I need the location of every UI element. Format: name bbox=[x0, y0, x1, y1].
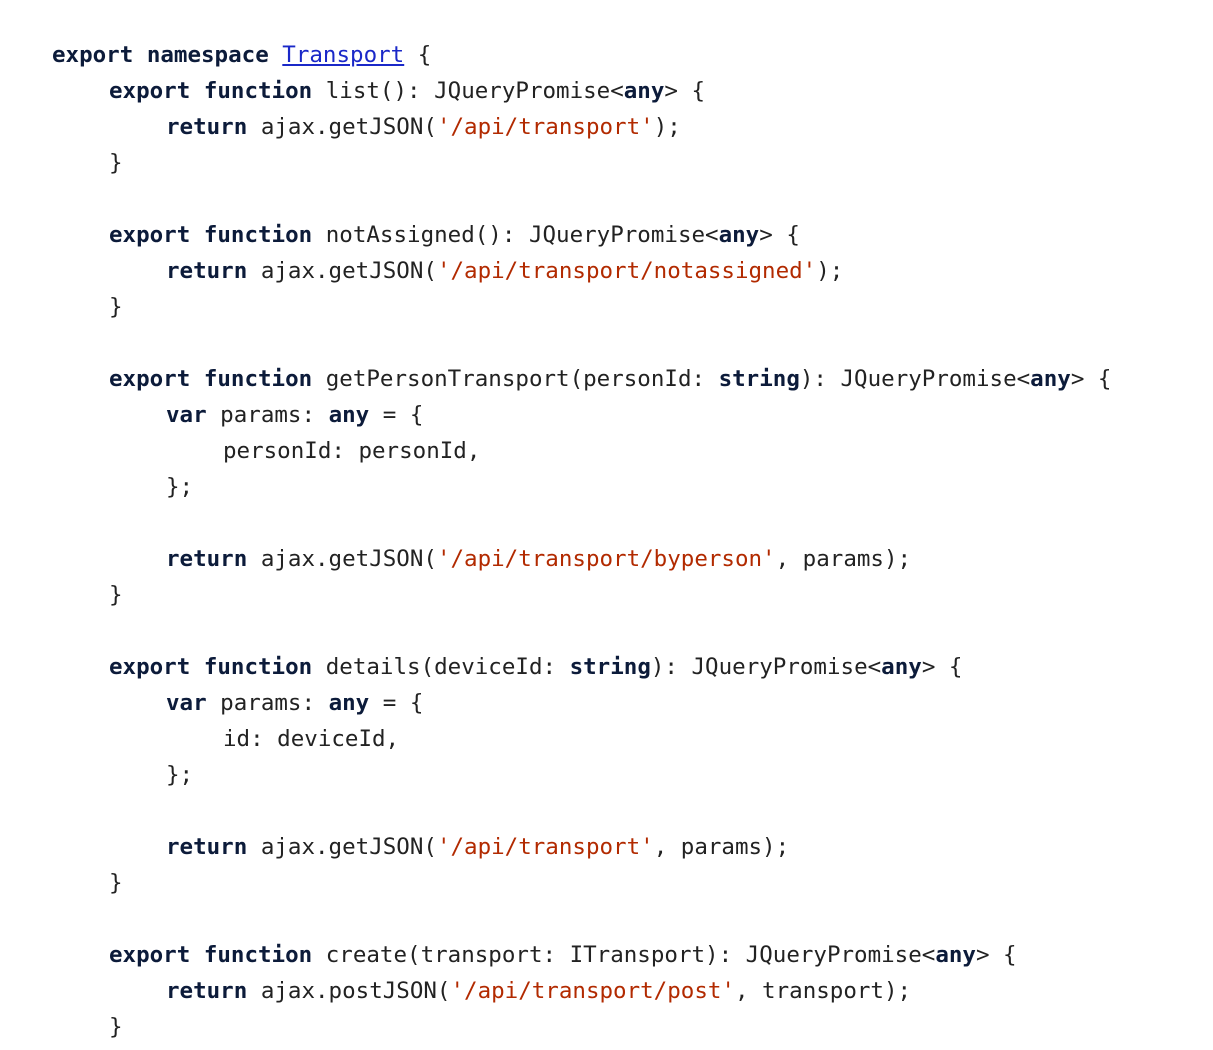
closing-brace: } bbox=[109, 582, 123, 608]
blank-line bbox=[52, 613, 1111, 649]
code-line: id: deviceId, bbox=[52, 721, 1111, 757]
code-text: > { bbox=[1070, 366, 1112, 392]
closing-brace: } bbox=[109, 870, 123, 896]
blank-line bbox=[52, 793, 1111, 829]
type-keyword: any bbox=[623, 78, 665, 104]
type-keyword: any bbox=[935, 942, 976, 968]
code-text: > { bbox=[921, 654, 963, 680]
type-keyword: any bbox=[328, 690, 370, 716]
code-text: , transport); bbox=[734, 978, 912, 1004]
code-line: }; bbox=[52, 469, 1111, 505]
code-text: details(deviceId: bbox=[312, 654, 570, 680]
code-text: > { bbox=[664, 78, 706, 104]
code-text: > { bbox=[975, 942, 1017, 968]
keyword: function bbox=[203, 654, 313, 680]
keyword: export bbox=[109, 78, 191, 104]
code-text: , params); bbox=[775, 546, 912, 572]
blank-line bbox=[52, 181, 1111, 217]
code-text: ajax.getJSON( bbox=[247, 546, 437, 572]
code-line: } bbox=[52, 289, 1111, 325]
code-text: getPersonTransport(personId: bbox=[312, 366, 719, 392]
keyword: function bbox=[203, 78, 313, 104]
code-text: list(): JQueryPromise< bbox=[312, 78, 624, 104]
code-line: export function notAssigned(): JQueryPro… bbox=[52, 217, 1111, 253]
keyword: return bbox=[166, 978, 248, 1004]
code-line: export namespace Transport { bbox=[52, 37, 1111, 73]
keyword: return bbox=[166, 258, 248, 284]
object-property: personId: personId, bbox=[223, 438, 481, 464]
keyword: var bbox=[166, 690, 207, 716]
object-property: id: deviceId, bbox=[223, 726, 400, 752]
code-text: ajax.getJSON( bbox=[247, 834, 437, 860]
code-line: return ajax.getJSON('/api/transport', pa… bbox=[52, 829, 1111, 865]
string-literal: '/api/transport' bbox=[436, 114, 654, 140]
string-literal: '/api/transport' bbox=[436, 834, 654, 860]
code-line: } bbox=[52, 865, 1111, 901]
string-literal: '/api/transport/byperson' bbox=[436, 546, 776, 572]
code-line: return ajax.getJSON('/api/transport/nota… bbox=[52, 253, 1111, 289]
closing-brace: }; bbox=[166, 474, 194, 500]
code-line: export function details(deviceId: string… bbox=[52, 649, 1111, 685]
closing-brace: } bbox=[109, 1014, 123, 1040]
keyword: function bbox=[203, 222, 313, 248]
keyword: function bbox=[203, 942, 313, 968]
code-line: }; bbox=[52, 757, 1111, 793]
blank-line bbox=[52, 505, 1111, 541]
code-line: } bbox=[52, 577, 1111, 613]
type-keyword: string bbox=[718, 366, 800, 392]
code-line: return ajax.postJSON('/api/transport/pos… bbox=[52, 973, 1111, 1009]
code-text: ); bbox=[653, 114, 681, 140]
code-line: export function getPersonTransport(perso… bbox=[52, 361, 1111, 397]
type-keyword: any bbox=[881, 654, 922, 680]
code-line: return ajax.getJSON('/api/transport/bype… bbox=[52, 541, 1111, 577]
keyword: export bbox=[109, 366, 191, 392]
code-text: ): JQueryPromise< bbox=[799, 366, 1031, 392]
code-text: ajax.getJSON( bbox=[247, 258, 437, 284]
code-text: = { bbox=[369, 402, 424, 428]
code-text: params: bbox=[206, 402, 329, 428]
code-line: return ajax.getJSON('/api/transport'); bbox=[52, 109, 1111, 145]
keyword: function bbox=[203, 366, 313, 392]
blank-line bbox=[52, 901, 1111, 937]
code-line: export function list(): JQueryPromise<an… bbox=[52, 73, 1111, 109]
namespace-link[interactable]: Transport bbox=[282, 42, 405, 68]
keyword: return bbox=[166, 834, 248, 860]
code-text: = { bbox=[369, 690, 424, 716]
closing-brace: } bbox=[109, 294, 123, 320]
string-literal: '/api/transport/notassigned' bbox=[436, 258, 817, 284]
closing-brace: }; bbox=[166, 762, 194, 788]
keyword: var bbox=[166, 402, 207, 428]
code-text: params: bbox=[206, 690, 329, 716]
code-line: } bbox=[52, 145, 1111, 181]
code-text: ): JQueryPromise< bbox=[650, 654, 882, 680]
string-literal: '/api/transport/post' bbox=[450, 978, 735, 1004]
code-block: export namespace Transport {export funct… bbox=[52, 37, 1111, 1045]
blank-line bbox=[52, 325, 1111, 361]
code-line: var params: any = { bbox=[52, 685, 1111, 721]
closing-brace: } bbox=[109, 150, 123, 176]
keyword: export bbox=[109, 222, 191, 248]
code-line: personId: personId, bbox=[52, 433, 1111, 469]
keyword: return bbox=[166, 114, 248, 140]
keyword: export bbox=[52, 42, 134, 68]
code-text: create(transport: ITransport): JQueryPro… bbox=[312, 942, 936, 968]
code-text: ); bbox=[816, 258, 844, 284]
code-line: var params: any = { bbox=[52, 397, 1111, 433]
code-text: > { bbox=[759, 222, 800, 248]
code-line: } bbox=[52, 1009, 1111, 1045]
type-keyword: any bbox=[718, 222, 760, 248]
type-keyword: string bbox=[569, 654, 651, 680]
code-line: export function create(transport: ITrans… bbox=[52, 937, 1111, 973]
keyword: namespace bbox=[146, 42, 269, 68]
keyword: return bbox=[166, 546, 248, 572]
type-keyword: any bbox=[1030, 366, 1071, 392]
code-text: , params); bbox=[653, 834, 790, 860]
code-text: ajax.getJSON( bbox=[247, 114, 437, 140]
keyword: export bbox=[109, 942, 191, 968]
code-text: { bbox=[404, 42, 432, 68]
keyword: export bbox=[109, 654, 191, 680]
type-keyword: any bbox=[328, 402, 370, 428]
code-text: ajax.postJSON( bbox=[247, 978, 451, 1004]
code-text: notAssigned(): JQueryPromise< bbox=[312, 222, 719, 248]
